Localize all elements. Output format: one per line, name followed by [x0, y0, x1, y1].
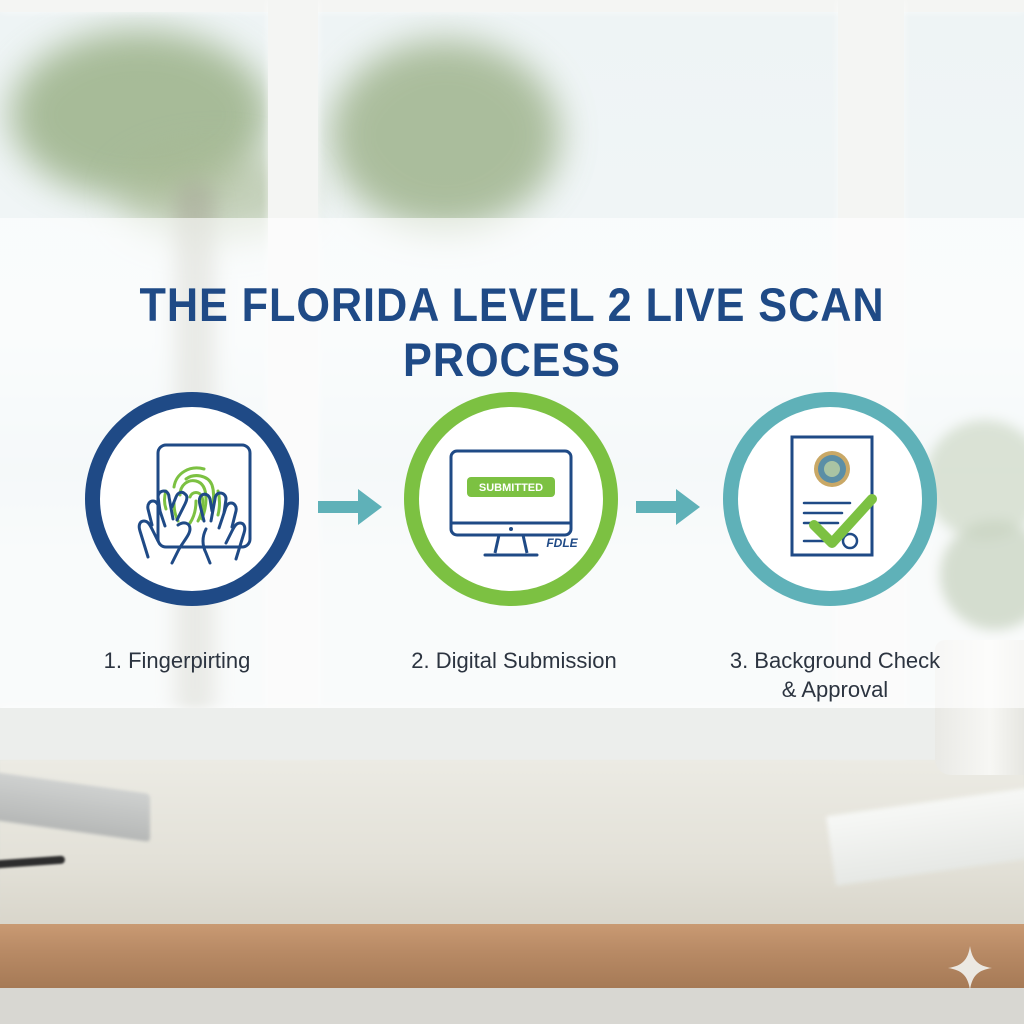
- desk-edge: [0, 924, 1024, 988]
- computer-monitor-icon: SUBMITTED FDLE: [449, 449, 579, 557]
- sparkle-icon: [948, 946, 992, 990]
- page-title: THE FLORIDA LEVEL 2 LIVE SCAN PROCESS: [139, 278, 885, 386]
- arrow-right-icon: [636, 487, 702, 527]
- step-3-circle: [723, 392, 937, 606]
- step-2-label: 2. Digital Submission: [411, 648, 617, 673]
- floor-strip: [0, 988, 1024, 1024]
- step-1-circle: [85, 392, 299, 606]
- checkmark-icon: [809, 494, 877, 548]
- step-3-label-line2: & Approval: [781, 677, 889, 702]
- arrow-right-icon: [318, 487, 384, 527]
- certificate-checkmark-icon: [790, 435, 877, 557]
- submitted-badge: [467, 477, 555, 497]
- step-2-circle: SUBMITTED FDLE: [404, 392, 618, 606]
- palm-foliage: [330, 40, 560, 230]
- fdle-logo-text: FDLE: [546, 536, 578, 550]
- step-3-label-line1: 3. Background Check: [729, 648, 941, 673]
- window-sill: [0, 708, 1024, 760]
- fingerprint-hands-icon: [137, 443, 252, 565]
- step-3-label: 3. Background Check & Approval: [690, 646, 980, 704]
- window-frame: [0, 0, 1024, 12]
- submitted-badge-text: SUBMITTED: [479, 482, 543, 494]
- step-1-label: 1. Fingerpirting: [103, 648, 251, 673]
